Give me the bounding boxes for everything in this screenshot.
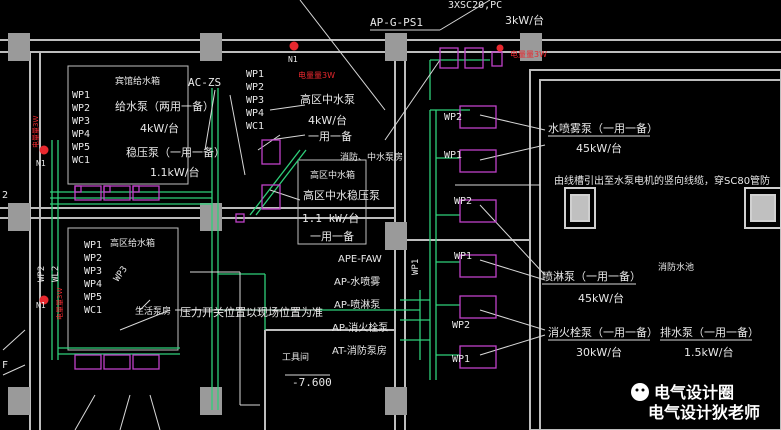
- drain-pump-kw: 1.5kW/台: [684, 345, 733, 359]
- circuit-label: WP2: [246, 82, 264, 93]
- sprinkler-pump-label: 喷淋泵（一用一备）: [542, 269, 641, 283]
- reclaimed-stab-note: 一用一备: [310, 229, 354, 243]
- watermark-line1: 电气设计圈: [654, 383, 734, 402]
- pump-room-label: 消防、中水泵房: [340, 151, 403, 163]
- ac-zs-label: AC-ZS: [188, 76, 221, 89]
- reclaimed-stab-label: 高区中水稳压泵: [303, 188, 380, 202]
- circuit-label: WP2: [72, 103, 90, 114]
- wechat-icon: [631, 383, 649, 401]
- circuit-label: WC1: [72, 155, 90, 166]
- pool-pillars: [564, 187, 781, 229]
- circuit-label: WP4: [72, 129, 90, 140]
- wp-label: WP1: [454, 251, 472, 262]
- top-cable: 3XSC20,PC: [448, 0, 502, 11]
- hotel-pump-label: 给水泵（两用一备）: [115, 99, 214, 113]
- top-texts: 3XSC20,PC AP-G-PS1 3kW/台 N1 电量量3W 电量量3W: [288, 0, 547, 80]
- spray-pump-kw: 45kW/台: [576, 141, 622, 155]
- spray-pump-label: 水喷雾泵（一用一备）: [548, 121, 658, 135]
- vertical-route-note: 由线槽引出至水泵电机的竖向线缆，穿SC80管防: [554, 174, 770, 187]
- n1-label: N1: [36, 301, 46, 310]
- columns: [8, 33, 542, 415]
- reclaimed-stab-kw: 1.1 kW/台: [302, 211, 359, 225]
- circuit-label: WP1: [84, 240, 102, 251]
- n1-label: N1: [288, 55, 298, 64]
- hotel-stab-kw: 1.1kW/台: [150, 165, 199, 179]
- top-kw: 3kW/台: [505, 13, 544, 27]
- panel-ap-g-ps1: AP-G-PS1: [370, 16, 423, 29]
- sprinkler-pump-kw: 45kW/台: [578, 291, 624, 305]
- panel-label: AT-消防泵房: [332, 344, 387, 357]
- leader-lines: [2, 0, 546, 430]
- high-zone-tank-title: 高区给水箱: [110, 237, 155, 249]
- hotel-stab-label: 稳压泵（一用一备）: [126, 145, 225, 159]
- reclaimed-pump-note: 一用一备: [308, 129, 352, 143]
- lamp-icon: [289, 41, 299, 51]
- n1-label: N1: [36, 159, 46, 168]
- left-edge-f: F: [2, 360, 8, 371]
- wp-label: WP2: [452, 320, 470, 331]
- circuit-label: WP4: [246, 108, 264, 119]
- workshop-label: 工具间: [282, 351, 309, 363]
- equipment: [74, 47, 503, 370]
- panel-label: AP-消火栓泵: [332, 321, 388, 334]
- lamp-icon: [39, 145, 49, 155]
- panel-label: APE-FAW: [338, 254, 382, 265]
- hotel-pump-kw: 4kW/台: [140, 121, 179, 135]
- watermark: 电气设计圈 电气设计狄老师: [631, 383, 760, 422]
- circuit-label: WP3: [84, 266, 102, 277]
- hotel-tank-title: 宾馆给水箱: [115, 75, 160, 87]
- wp-label: WP2: [454, 196, 472, 207]
- domestic-pump-room-label: 生活泵房: [135, 305, 171, 317]
- circuit-label: WP5: [84, 292, 102, 303]
- green-wiring: [50, 59, 490, 410]
- circuit-label: WC1: [84, 305, 102, 316]
- circuit-label: WP5: [72, 142, 90, 153]
- panel-label: AP-水喷雾: [334, 276, 380, 288]
- circuit-label: WP2: [84, 253, 102, 264]
- panel-label: AP-喷淋泵: [334, 298, 380, 311]
- wp-label: WP2: [444, 112, 462, 123]
- reclaimed-pump-kw: 4kW/台: [308, 113, 347, 127]
- lamp-label: 电量量3W: [298, 70, 335, 80]
- circuit-label: WP3: [246, 95, 264, 106]
- lamp-label: 电量量3W: [510, 49, 547, 59]
- pressure-switch-note: 压力开关位置以现场位置为准: [180, 305, 323, 319]
- hydrant-pump-kw: 30kW/台: [576, 345, 622, 359]
- lamp-icon: [496, 44, 504, 52]
- circuit-label: WP1: [72, 90, 90, 101]
- tanks: [67, 65, 367, 351]
- lamp-label: 电量量3W: [31, 116, 40, 148]
- watermark-line2: 电气设计狄老师: [648, 403, 760, 422]
- circuit-label: WP1: [246, 69, 264, 80]
- reclaimed-block: AC-ZS WP1 WP2 WP3 WP4 WC1 高区中水泵 4kW/台 一用…: [188, 69, 403, 243]
- panels-block: APE-FAW AP-水喷雾 AP-喷淋泵 AP-消火栓泵 AT-消防泵房 WP…: [282, 254, 421, 389]
- wp2-vertical: WP2: [37, 266, 47, 282]
- lamp-label: 电量量3W: [55, 288, 64, 320]
- left-edge-2: 2: [2, 190, 8, 201]
- circuit-label: WP3: [72, 116, 90, 127]
- pump-symbol: [74, 185, 102, 201]
- wp3-diagonal: WP3: [112, 265, 130, 284]
- circuit-label: WP4: [84, 279, 102, 290]
- wl2-vertical: WL2: [51, 266, 61, 282]
- fire-pool-label: 消防水池: [658, 261, 694, 273]
- elevation-label: -7.600: [292, 376, 332, 389]
- wp1-vertical: WP1: [411, 259, 421, 275]
- wp-label: WP1: [452, 354, 470, 365]
- hydrant-pump-label: 消火栓泵（一用一备）: [548, 325, 658, 339]
- fire-pumps-block: WP2 WP1 WP2 WP1 WP2 WP1 水喷雾泵（一用一备） 45kW/…: [444, 112, 770, 365]
- reclaimed-tank-label: 高区中水箱: [310, 169, 355, 181]
- hotel-tank-block: 宾馆给水箱 WP1 WP2 WP3 WP4 WP5 WC1 给水泵（两用一备） …: [31, 75, 225, 179]
- lamp-icon: [39, 295, 49, 305]
- circuit-label: WC1: [246, 121, 264, 132]
- red-symbols: [39, 41, 504, 305]
- reclaimed-pump-label: 高区中水泵: [300, 92, 355, 106]
- drain-pump-label: 排水泵（一用一备）: [660, 325, 759, 339]
- wp-label: WP1: [444, 150, 462, 161]
